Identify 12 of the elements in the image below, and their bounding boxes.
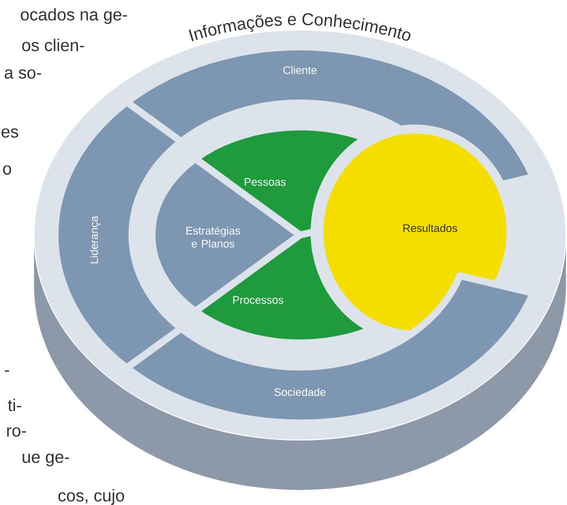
body-text: cos, cujo bbox=[58, 489, 124, 505]
body-text: ue ge- bbox=[22, 454, 70, 466]
rim-label: Informações e Conhecimento bbox=[188, 13, 410, 42]
body-text: a so- bbox=[4, 69, 42, 79]
body-text: - bbox=[4, 370, 10, 372]
body-text: ro- bbox=[7, 427, 26, 437]
body-text: ocados na ge- bbox=[20, 8, 128, 24]
body-text: ti- bbox=[8, 398, 22, 412]
ring-segment: Liderança bbox=[52, 98, 185, 372]
body-text: os clien- bbox=[22, 38, 84, 52]
body-text: o bbox=[3, 165, 12, 175]
body-text: es bbox=[2, 128, 18, 138]
